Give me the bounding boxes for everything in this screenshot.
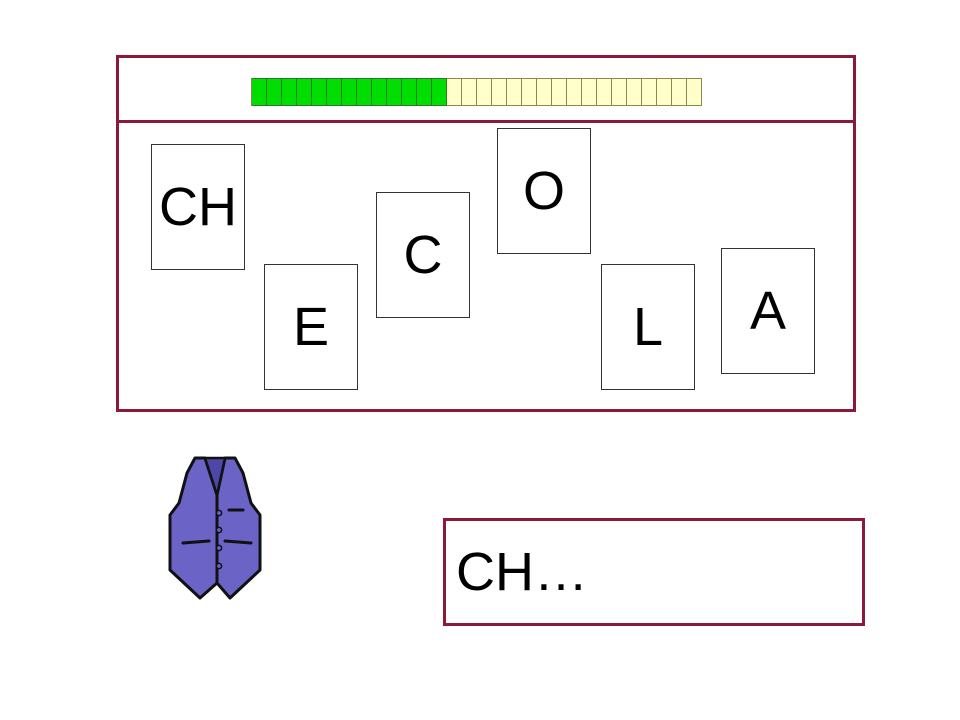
progress-segment-filled (432, 78, 447, 106)
progress-segment-empty (507, 78, 522, 106)
progress-segment-empty (492, 78, 507, 106)
progress-segment-filled (252, 78, 267, 106)
answer-box[interactable]: CH… (443, 518, 865, 626)
progress-segment-empty (477, 78, 492, 106)
letter-card-o[interactable]: O (497, 128, 591, 254)
progress-segment-empty (657, 78, 672, 106)
progress-segment-filled (312, 78, 327, 106)
progress-segment-empty (522, 78, 537, 106)
progress-segment-filled (327, 78, 342, 106)
letter-card-a[interactable]: A (721, 248, 815, 374)
progress-segment-filled (357, 78, 372, 106)
progress-segment-empty (642, 78, 657, 106)
progress-segment-empty (537, 78, 552, 106)
progress-segment-filled (297, 78, 312, 106)
progress-segment-filled (402, 78, 417, 106)
progress-segment-empty (612, 78, 627, 106)
progress-segment-empty (582, 78, 597, 106)
progress-segment-empty (567, 78, 582, 106)
letter-card-c[interactable]: C (376, 192, 470, 318)
progress-segment-empty (597, 78, 612, 106)
progress-segment-empty (687, 78, 702, 106)
progress-segment-empty (447, 78, 462, 106)
progress-segment-filled (342, 78, 357, 106)
progress-segment-filled (387, 78, 402, 106)
board-divider (119, 120, 853, 123)
progress-segment-filled (282, 78, 297, 106)
letter-card-l[interactable]: L (601, 264, 695, 390)
progress-segment-empty (672, 78, 687, 106)
progress-segment-empty (552, 78, 567, 106)
progress-segment-empty (627, 78, 642, 106)
letter-card-ch[interactable]: CH (151, 144, 245, 270)
progress-segment-empty (462, 78, 477, 106)
answer-text: CH… (456, 542, 588, 602)
progress-segment-filled (372, 78, 387, 106)
vest-icon (168, 456, 262, 600)
progress-bar (251, 78, 702, 106)
progress-segment-filled (267, 78, 282, 106)
letter-card-e[interactable]: E (264, 264, 358, 390)
game-board (116, 55, 856, 412)
progress-segment-filled (417, 78, 432, 106)
